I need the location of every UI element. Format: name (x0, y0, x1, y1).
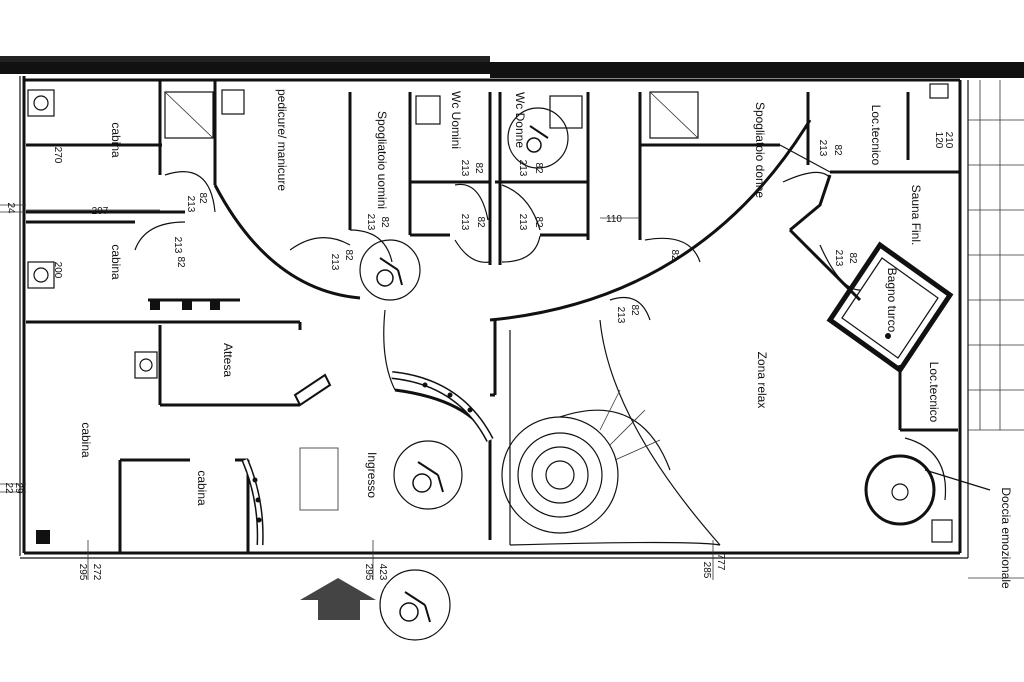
door-height: 213 (833, 250, 844, 267)
dim-295a: 295 (77, 564, 88, 581)
room-label-attesa: Attesa (221, 343, 235, 377)
room-label-cabina-bottom: cabina (195, 470, 209, 506)
room-label-bagno-turco: Bagno turco (885, 268, 899, 333)
room-label-spogliatoio-donne: Spogliatoio donne (753, 102, 767, 198)
room-labels: cabina cabina cabina cabina pedicure/ ma… (79, 89, 1013, 589)
dimension-labels: 270 297 200 24 22 29 272 295 423 295 777… (3, 132, 954, 581)
interior-walls (26, 80, 960, 553)
dim-22: 22 (3, 482, 14, 494)
dim-285: 285 (701, 562, 712, 579)
top-border-band (0, 56, 1024, 78)
dim-777: 777 (715, 554, 726, 571)
door-width: 82 (473, 162, 484, 174)
door-height: 213 (185, 196, 196, 213)
room-label-loc-tecnico-bottom: Loc.tecnico (927, 362, 941, 423)
wheelchair-icon (507, 107, 569, 169)
door-width: 82 (669, 249, 680, 261)
door-height: 213 (459, 160, 470, 177)
door-width: 82 (629, 304, 640, 316)
room-label-ingresso: Ingresso (365, 452, 379, 498)
dim-210: 210 (943, 132, 954, 149)
room-label-cabina-mid: cabina (109, 244, 123, 280)
accessibility-marks (359, 107, 569, 641)
dim-120: 120 (933, 132, 944, 149)
entrance-arrow-icon (300, 578, 376, 620)
dim-297: 297 (92, 206, 109, 217)
door-width: 82 (475, 216, 486, 228)
room-label-doccia: Doccia emozionale (999, 487, 1013, 589)
room-label-cabina-top: cabina (109, 122, 123, 158)
dim-270: 270 (52, 147, 63, 164)
curved-partitions (241, 371, 494, 546)
door-swings (134, 171, 861, 321)
wheelchair-icon (379, 569, 451, 641)
door-height: 213 (329, 254, 340, 271)
room-label-loc-tecnico-top: Loc.tecnico (869, 105, 883, 166)
outer-walls (19, 76, 969, 559)
right-stair-lines (968, 80, 1024, 431)
fixtures (27, 83, 949, 544)
door-width: 82 (197, 192, 208, 204)
dim-110: 110 (606, 214, 622, 225)
room-label-wc-uomini: Wc Uomini (449, 91, 463, 149)
door-height: 213 (517, 214, 528, 231)
door-height: 213 (365, 214, 376, 231)
door-width: 82 (379, 216, 390, 228)
door-width: 82 (533, 216, 544, 228)
door-height: 213 (172, 237, 183, 254)
doccia-enclosure (864, 437, 991, 543)
room-label-cabina-left: cabina (79, 422, 93, 458)
room-label-spogliatoio-uomini: Spogliatoio uomini (375, 111, 389, 209)
door-height: 213 (517, 160, 528, 177)
room-label-sauna: Sauna Finl. (909, 185, 923, 246)
door-height: 213 (817, 140, 828, 157)
room-label-zona-relax: Zona relax (755, 352, 769, 409)
dim-423: 423 (377, 564, 388, 581)
room-label-pedicure: pedicure/ manicure (275, 89, 289, 191)
door-width: 82 (847, 252, 858, 264)
door-width: 82 (832, 144, 843, 156)
dim-29: 29 (13, 482, 24, 494)
wheelchair-icon (359, 239, 421, 301)
dim-24: 24 (5, 202, 16, 214)
wheelchair-icon (393, 440, 463, 510)
door-height: 213 (615, 307, 626, 324)
door-width: 82 (175, 256, 186, 268)
dim-295b: 295 (363, 564, 374, 581)
door-width: 82 (533, 162, 544, 174)
dimension-lines (0, 204, 1024, 580)
door-width: 82 (343, 249, 354, 261)
door-height: 213 (459, 214, 470, 231)
spiral-staircase (501, 389, 671, 534)
dim-272: 272 (91, 564, 102, 581)
dim-200: 200 (52, 262, 63, 279)
bagno-turco-box (826, 241, 954, 374)
room-label-wc-donne: Wc Donne (513, 92, 527, 148)
